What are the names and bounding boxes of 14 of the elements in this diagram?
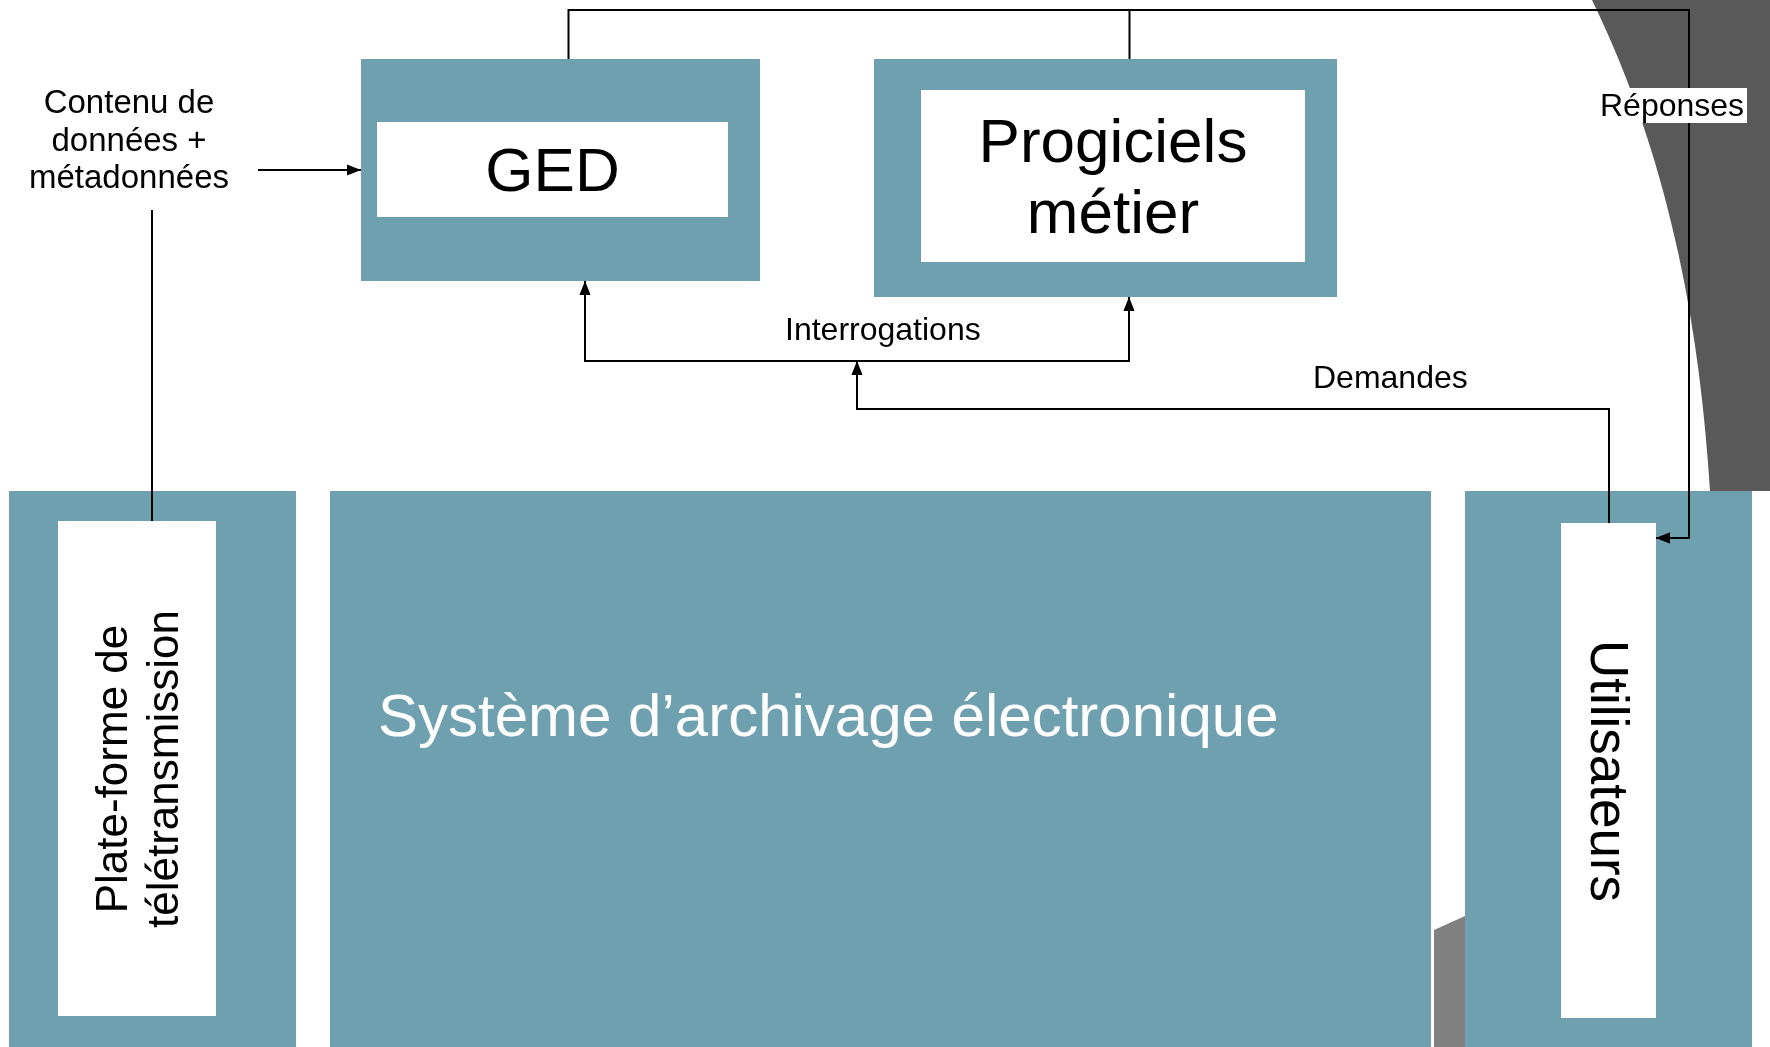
arrow — [579, 280, 1135, 362]
system-box — [330, 491, 1431, 1047]
node-label: Plate-forme de télétransmission — [86, 608, 187, 930]
node-label: Système d’archivage électronique — [378, 681, 1279, 750]
component-box — [9, 491, 296, 1047]
component-box — [874, 59, 1337, 297]
component-box — [361, 59, 760, 281]
node-label: GED — [485, 133, 620, 206]
node-label: Utilisateurs — [1578, 638, 1639, 904]
arrow — [851, 360, 1610, 524]
component-box — [1465, 491, 1752, 1047]
node-label: Progiciels métier — [977, 104, 1249, 248]
arrow — [257, 164, 362, 176]
node-label: Contenu de données + métadonnées — [28, 82, 230, 197]
